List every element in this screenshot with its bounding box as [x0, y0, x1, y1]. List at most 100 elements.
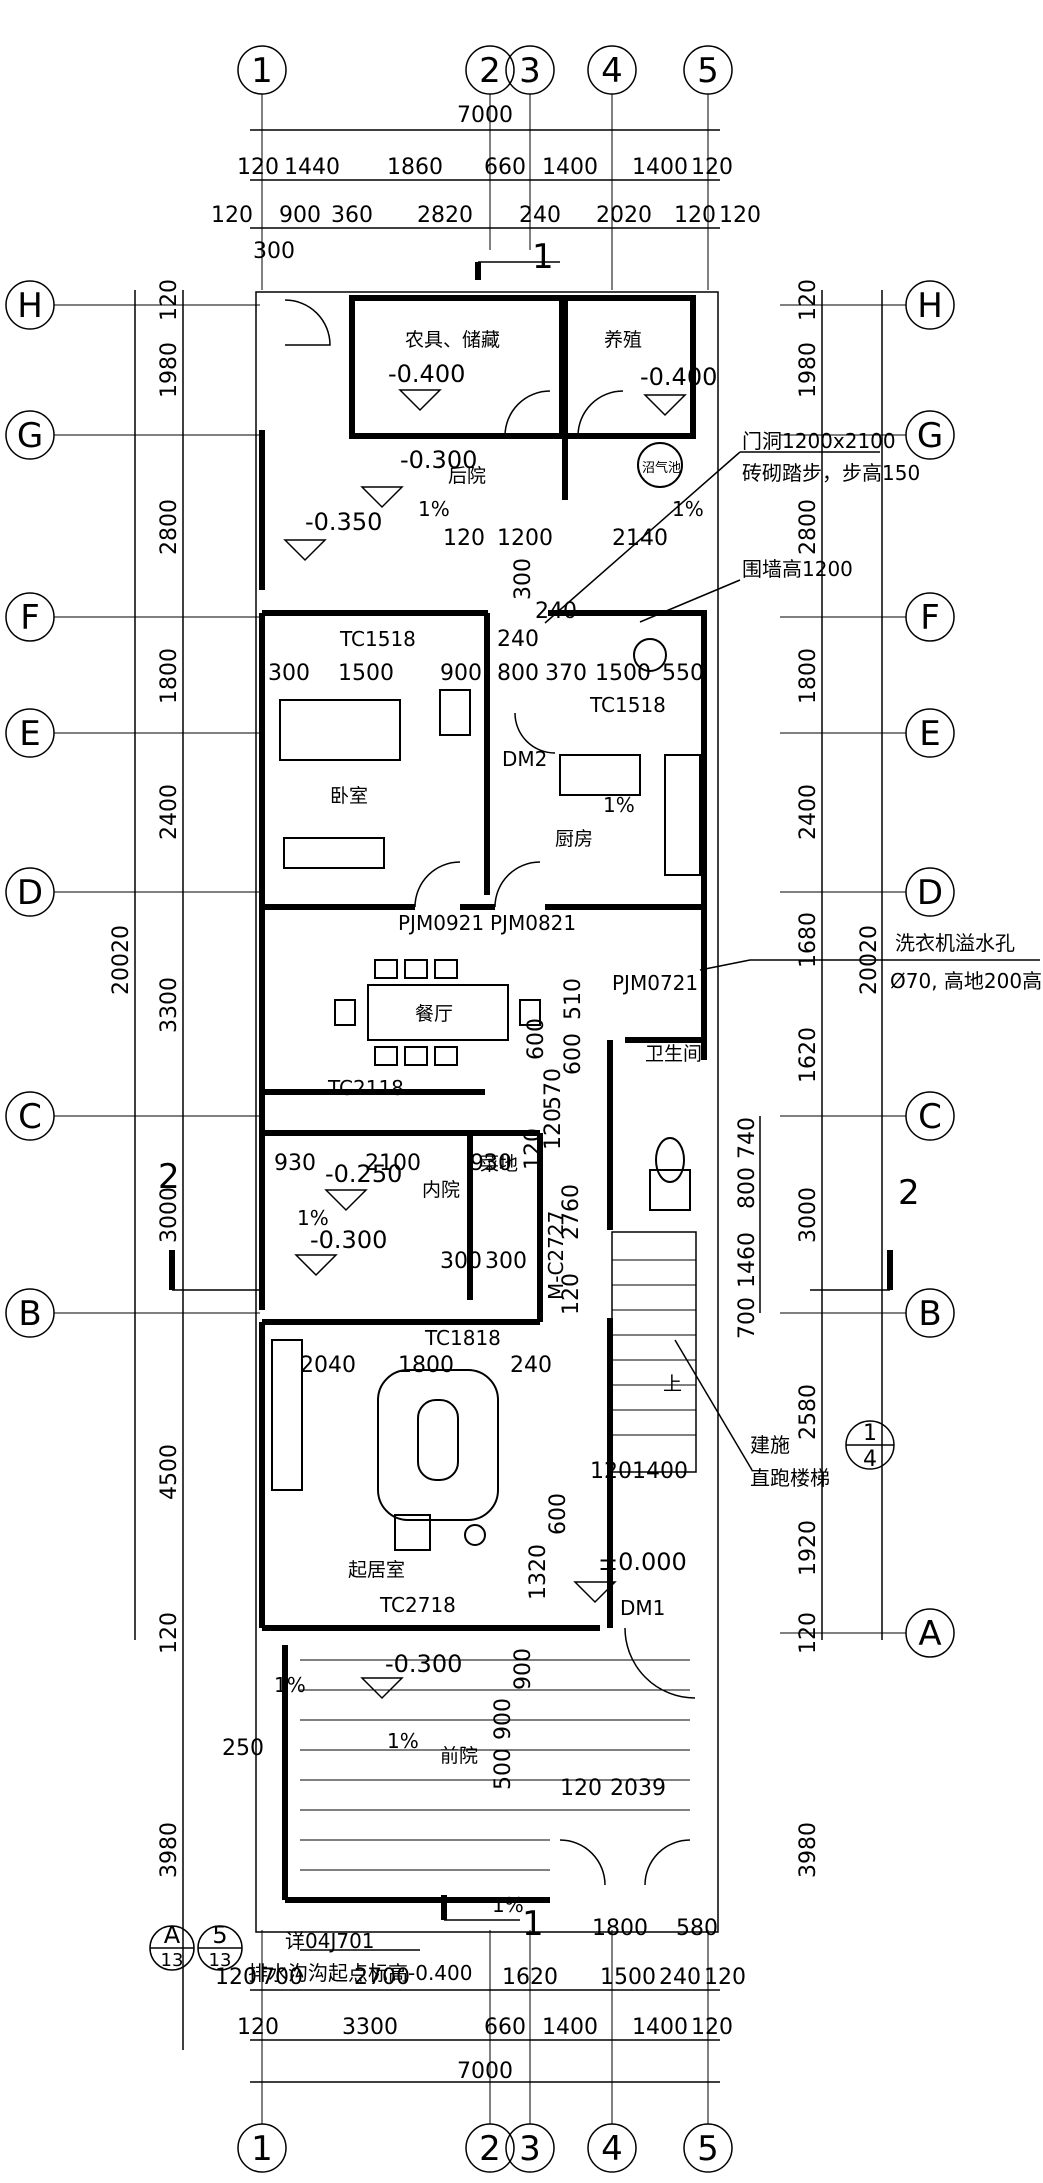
right-dim-5: 1680 — [796, 912, 821, 968]
right-dimension-lines: 20020 120 1980 2800 1800 2400 1680 1620 … — [735, 279, 883, 1878]
axis-bubble-G-left: G — [17, 416, 43, 456]
right-sub-dim-0: 740 — [735, 1117, 760, 1159]
back-dim-4: 240 — [535, 599, 577, 624]
level-livestock: -0.400 — [640, 363, 717, 391]
front-dim-6: 2039 — [610, 1776, 666, 1801]
yard-v-dim-1: 300 — [440, 1249, 482, 1274]
top-dim-1-4: 1400 — [542, 155, 598, 180]
level-courtyard-a: -0.250 — [325, 1160, 402, 1188]
right-dim-1: 1980 — [796, 342, 821, 398]
left-dim-1: 1980 — [157, 342, 182, 398]
tag-pjm0721: PJM0721 — [612, 971, 698, 995]
front-dim-4: 500 — [491, 1748, 516, 1790]
right-dim-6: 1620 — [796, 1027, 821, 1083]
tag-tc1818: TC1818 — [424, 1326, 501, 1350]
axis-bubble-B-left: B — [18, 1294, 41, 1334]
mid-dim-5: 2760 — [559, 1184, 584, 1240]
yard-dim-0: 930 — [274, 1151, 316, 1176]
right-sub-dim-2: 1460 — [735, 1232, 760, 1288]
detail-den: 4 — [863, 1447, 877, 1472]
left-dim-0: 120 — [157, 279, 182, 321]
front-dim-2: 900 — [511, 1648, 536, 1690]
axis-bubble-2-bottom: 2 — [479, 2129, 501, 2169]
axis-bubble-F-left: F — [20, 598, 40, 638]
annotations: 门洞1200x2100 砖砌踏步，步高150 围墙高1200 洗衣机溢水孔 Ø7… — [248, 429, 1042, 1985]
tag-pjm0921: PJM0921 — [398, 911, 484, 935]
top-dim-1-5: 1400 — [632, 155, 688, 180]
level-backyard-b: -0.350 — [305, 508, 382, 536]
slope-0: 1% — [418, 497, 450, 521]
bottom-dim-2-5: 240 — [659, 1965, 701, 1990]
mid-dim-1: 510 — [561, 978, 586, 1020]
bottom-dim-total: 7000 — [457, 2059, 513, 2084]
room-backyard: 后院 — [448, 465, 486, 487]
front-dim-1: 1320 — [526, 1544, 551, 1600]
bed-dim-2: 900 — [440, 661, 482, 686]
right-dim-8: 2580 — [796, 1384, 821, 1440]
right-dim-11: 3980 — [796, 1822, 821, 1878]
kit-dim-4: 550 — [662, 661, 704, 686]
section-1-bottom: 1 — [522, 1904, 544, 1944]
axis-bubble-2-top: 2 — [479, 51, 501, 91]
top-dimension-lines: 7000 120 1440 1860 660 1400 1400 120 120… — [211, 103, 761, 264]
axis-bubble-1-bottom: 1 — [251, 2129, 273, 2169]
bed-dim-0: 300 — [268, 661, 310, 686]
yard-v-dim-2: 300 — [485, 1249, 527, 1274]
right-dim-10: 120 — [796, 1612, 821, 1654]
living-dim-2: 240 — [510, 1353, 552, 1378]
axis-bubble-E-right: E — [919, 714, 940, 754]
bed-dim-1: 1500 — [338, 661, 394, 686]
left-dim-5: 3300 — [157, 977, 182, 1033]
kit-dim-0: 240 — [497, 627, 539, 652]
frontyard-paving-hatch — [300, 1659, 690, 1871]
tag-dm2: DM2 — [502, 747, 547, 771]
top-dim-1-0: 120 — [237, 155, 279, 180]
slope-5: 1% — [387, 1729, 419, 1753]
mid-dim-0: 600 — [524, 1018, 549, 1060]
top-dim-3-0: 300 — [253, 239, 295, 264]
room-frontyard: 前院 — [440, 1745, 478, 1767]
right-dim-7: 3000 — [796, 1187, 821, 1243]
room-gas: 沼气池 — [642, 460, 681, 476]
note-drain-text: 排水沟沟起点标高-0.400 — [248, 1961, 472, 1985]
axis-bubble-E-left: E — [19, 714, 40, 754]
yard-v-dim-0: 120 — [521, 1128, 546, 1170]
tag-tc2118: TC2118 — [327, 1076, 404, 1100]
front-dim-8: 1201400 — [590, 1459, 688, 1484]
left-dim-7: 4500 — [157, 1444, 182, 1500]
axis-bubble-H-right: H — [917, 286, 943, 326]
top-dim-1-2: 1860 — [387, 155, 443, 180]
left-dim-3: 1800 — [157, 648, 182, 704]
front-dim-3: 900 — [491, 1698, 516, 1740]
top-dim-2-2: 360 — [331, 203, 373, 228]
note-washer-1: 洗衣机溢水孔 — [895, 931, 1015, 955]
room-bedroom: 卧室 — [330, 785, 368, 807]
axis-bubble-C-left: C — [18, 1097, 42, 1137]
level-backyard-a: -0.300 — [400, 446, 477, 474]
room-garden: 菜地 — [480, 1153, 518, 1175]
bottom-dim-2-2: 2700 — [354, 1965, 410, 1990]
bottom-dim-1-0: 120 — [237, 2015, 279, 2040]
note-stair-1: 建施 — [750, 1433, 790, 1457]
back-dim-0: 120 — [443, 526, 485, 551]
left-dim-9: 3980 — [157, 1822, 182, 1878]
callout-5-bot: 13 — [209, 1950, 232, 1971]
bottom-dim-1-2: 660 — [484, 2015, 526, 2040]
right-dim-4: 2400 — [796, 784, 821, 840]
left-dim-total: 20020 — [109, 925, 134, 995]
left-dim-4: 2400 — [157, 784, 182, 840]
mid-dim-2: 600 — [561, 1033, 586, 1075]
axis-bubble-5-bottom: 5 — [697, 2129, 719, 2169]
axis-bubble-3-bottom: 3 — [519, 2129, 541, 2169]
right-dim-2: 2800 — [796, 499, 821, 555]
slope-3: 1% — [297, 1206, 329, 1230]
interior-dimensions: 300 1500 900 240 800 370 1500 550 930 21… — [222, 526, 704, 1801]
left-dim-8: 120 — [157, 1612, 182, 1654]
slope-marks: 1% 1% 1% 1% 1% 1% 1% — [274, 497, 704, 1917]
note-washer-2: Ø70, 高地200高 — [890, 969, 1042, 993]
opening-tags: TC1518 TC1518 DM2 PJM0921 PJM0821 PJM072… — [327, 627, 698, 1620]
tag-pjm0821: PJM0821 — [490, 911, 576, 935]
axis-bubble-C-right: C — [918, 1097, 942, 1137]
bottom-dim-2-3: 1620 — [502, 1965, 558, 1990]
bottom-dim-2-6: 120 — [704, 1965, 746, 1990]
